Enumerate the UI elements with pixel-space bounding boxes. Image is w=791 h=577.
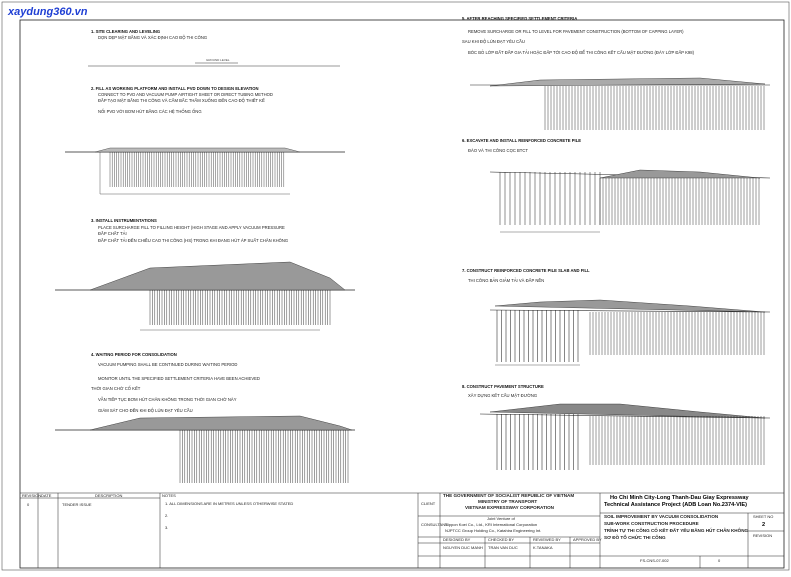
step4-line: VACUUM PUMPING SHALL BE CONTINUED DURING… (98, 362, 238, 367)
project-title: Ho Chi Minh City-Long Thanh-Dau Giay Exp… (610, 495, 749, 501)
drawing-title: SUB-WORK CONSTRUCTION PROCEDURE (604, 521, 699, 526)
step3-line: ĐẮP CHẤT TẢI ĐẾN CHIỀU CAO THI CÔNG (HS)… (98, 238, 289, 243)
notes-label: NOTES (162, 493, 176, 498)
step5-section (470, 77, 770, 130)
step2-line: ĐẮP TẠO MẶT BẰNG THI CÔNG VÀ CẮM BẤC THẤ… (98, 98, 265, 103)
step2-line: NỐI PVD VỚI BƠM HÚT BẰNG CÁC HỆ THỐNG ỐN… (98, 109, 202, 114)
role-header-designed: DESIGNED BY (443, 537, 471, 542)
drawing-number: FS-CNS-07-002 (640, 558, 669, 563)
rev-header-revision: REVISION (22, 493, 42, 498)
step4-line: VẪN TIẾP TỤC BƠM HÚT CHÂN KHÔNG TRONG TH… (98, 397, 237, 402)
step8-pvds (496, 414, 765, 470)
step3-section (55, 261, 355, 331)
revision-label: REVISION (753, 533, 773, 538)
rev-header-date: DATE (41, 493, 52, 498)
step6-pvds (499, 172, 760, 225)
step3-line: ĐẮP CHẤT TẢI (98, 231, 127, 236)
client-label: CLIENT (421, 501, 436, 506)
step5-line: REMOVE SURCHARGE OR FILL TO LEVEL FOR PA… (468, 29, 684, 34)
step4-pvds (179, 430, 349, 483)
step5-title: 5. AFTER REACHING SPECIFIED SETTLEMENT C… (462, 16, 578, 21)
step2-title: 2. FILL AS WORKING PLATFORM AND INSTALL … (91, 86, 259, 91)
client-line: MINISTRY OF TRANSPORT (478, 499, 538, 504)
step7-title: 7. CONSTRUCT REINFORCED CONCRETE PILE SL… (462, 268, 590, 273)
role-header-checked: CHECKED BY (488, 537, 515, 542)
watermark-logo: xaydung360.vn (8, 6, 88, 18)
step2-pvds (109, 152, 284, 187)
step2-section (65, 147, 345, 195)
step6-section (489, 169, 771, 233)
svg-text:GROUND LEVEL: GROUND LEVEL (206, 58, 230, 62)
consultant-line: NJPTCC Group Holding Co., Katahira Engin… (445, 528, 542, 533)
step5-line: SAU KHI ĐỘ LÚN ĐẠT YÊU CẦU (462, 39, 525, 44)
inner-border (19, 19, 785, 569)
step8-line: XÂY DỰNG KẾT CẤU MẶT ĐƯỜNG (468, 393, 538, 398)
step1-title: 1. SITE CLEARING AND LEVELING (91, 29, 161, 34)
notes-item: 1. ALL DIMENSIONS ARE IN METRES UNLESS O… (165, 501, 294, 506)
consultant-line: Nippon Koei Co., Ltd., KRI International… (445, 522, 538, 527)
step5-pvds (544, 86, 765, 130)
role-header-approved: APPROVED BY (573, 537, 602, 542)
step8-section (479, 403, 771, 470)
step7-pvds (496, 310, 765, 362)
step7-line: THI CÔNG BẢN GIẢM TẢI VÀ ĐẮP NỀN (468, 278, 545, 283)
rev-row-description: TENDER ISSUE (62, 502, 92, 507)
rev-header-description: DESCRIPTION (95, 493, 123, 498)
step3-title: 3. INSTALL INSTRUMENTATIONS (91, 218, 157, 223)
rev-row-number: 0 (27, 502, 30, 507)
step7-section (489, 299, 771, 366)
step1-section: GROUND LEVEL (88, 58, 340, 67)
consultant-line: Joint Venture of (487, 516, 515, 521)
drawing-title: TRÌNH TỰ THI CÔNG CỐ KẾT ĐẤT YẾU BẰNG HÚ… (604, 528, 749, 533)
step4-line: MONITOR UNTIL THE SPECIFIED SETTLEMENT C… (98, 376, 260, 381)
drawing-title: SOIL IMPROVEMENT BY VACUUM CONSOLIDATION (604, 514, 719, 519)
sheet-value: 2 (762, 522, 766, 528)
step2-line: CONNECT TO PVD AND VACUUM PUMP AIRTIGHT … (98, 92, 273, 97)
revision-value: 0 (718, 558, 721, 563)
step3-pvds (149, 290, 331, 325)
step6-line: ĐÀO VÀ THI CÔNG CỌC BTCT (468, 148, 528, 153)
project-subtitle: Technical Assistance Project (ADB Loan N… (604, 502, 747, 508)
step5-line: BÓC BỎ LỚP ĐẤT ĐẮP GIA TẢI HOẶC ĐẮP TỚI … (468, 50, 694, 55)
consultant-label: CONSULTANT (421, 522, 448, 527)
notes-item: 3. (165, 525, 169, 530)
step4-line: THỜI GIAN CHỜ CỐ KẾT (91, 386, 141, 391)
role-header-reviewed: REVIEWED BY (533, 537, 561, 542)
client-line: VIETNAM EXPRESSWAY CORPORATION (465, 505, 554, 510)
sheet-label: SHEET NO (753, 514, 774, 519)
step8-title: 8. CONSTRUCT PAVEMENT STRUCTURE (462, 384, 544, 389)
step1-line: DỌN DẸP MẶT BẰNG VÀ XÁC ĐỊNH CAO ĐỘ THI … (98, 35, 208, 40)
step3-line: PLACE SURCHARGE FILL TO FILLING HEIGHT (… (98, 225, 285, 230)
notes-item: 2. (165, 513, 169, 518)
drawing-title: SƠ ĐỒ TỔ CHỨC THI CÔNG (604, 535, 666, 540)
step4-section (55, 415, 355, 483)
role-name-reviewed: K.TANAKA (533, 545, 553, 550)
step4-line: GIÁM SÁT CHO ĐẾN KHI ĐỘ LÚN ĐẠT YÊU CẦU (98, 408, 193, 413)
step4-title: 4. WAITING PERIOD FOR CONSOLIDATION (91, 352, 177, 357)
role-name-checked: TRAN VAN DUC (488, 545, 518, 550)
role-name-designed: NGUYEN DUC MANH (443, 545, 483, 550)
step6-title: 6. EXCAVATE AND INSTALL REINFORCED CONCR… (462, 138, 582, 143)
title-block-frame (20, 492, 784, 568)
client-line: THE GOVERNMENT OF SOCIALIST REPUBLIC OF … (443, 493, 575, 498)
